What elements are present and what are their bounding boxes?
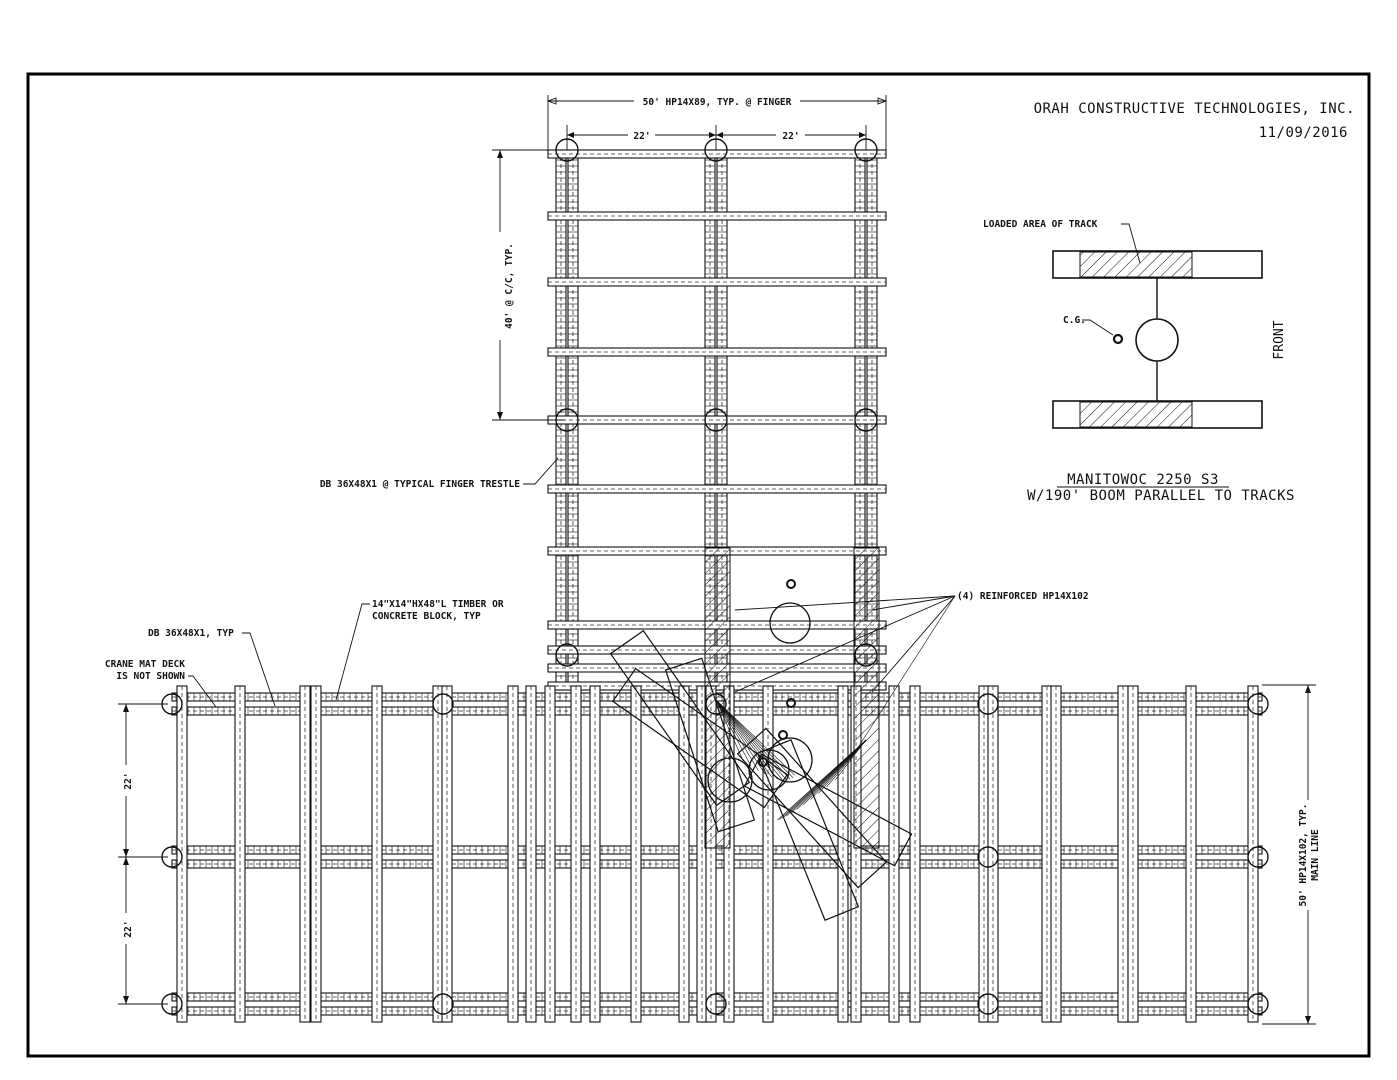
cg-position-3 xyxy=(778,730,788,740)
cg-position-2 xyxy=(786,698,796,708)
timber-callout: 14"X14"HX48"L TIMBER OR CONCRETE BLOCK, … xyxy=(335,599,504,701)
finger-trestle-callout: DB 36X48X1 @ TYPICAL FINGER TRESTLE xyxy=(320,457,559,490)
cg-label: C.G. xyxy=(1063,315,1086,326)
swing-track-5 xyxy=(743,753,913,867)
main-line-label-2: MAIN LINE xyxy=(1310,829,1321,881)
finger-width-dimension: 50' HP14X89, TYP. @ FINGER xyxy=(546,95,888,150)
main-span-bottom-label: 22' xyxy=(123,920,134,937)
span-left-label: 22' xyxy=(633,131,650,142)
reinforced-label: (4) REINFORCED HP14X102 xyxy=(957,591,1089,602)
turntable-1 xyxy=(769,602,811,644)
main-pile-13 xyxy=(1247,993,1269,1015)
finger-width-label: 50' HP14X89, TYP. @ FINGER xyxy=(643,97,792,108)
main-pile-12 xyxy=(977,993,999,1015)
main-pile-11 xyxy=(705,993,727,1015)
finger-trestle-label: DB 36X48X1 @ TYPICAL FINGER TRESTLE xyxy=(320,479,520,490)
main-pile-2 xyxy=(432,693,454,715)
span-dimensions: 22' 22' xyxy=(566,125,867,150)
finger-pile-5 xyxy=(704,408,728,432)
sheet-border xyxy=(26,72,1371,1058)
finger-spacing-dimension: 40' @ C/C, TYP. xyxy=(492,149,565,421)
main-pile-4 xyxy=(977,693,999,715)
main-line-label-1: 50' HP14X102, TYP. xyxy=(1298,804,1309,907)
loaded-area-front xyxy=(1079,401,1193,428)
mat-deck-label-2: IS NOT SHOWN xyxy=(116,671,185,682)
swing-track-3 xyxy=(664,657,756,833)
main-line-dimension: 50' HP14X102, TYP. MAIN LINE xyxy=(1262,684,1321,1025)
finger-pile-6 xyxy=(854,408,878,432)
swing-track-2 xyxy=(611,667,789,809)
crane-caption: MANITOWOC 2250 S3 W/190' BOOM PARALLEL T… xyxy=(1027,472,1295,504)
finger-spacing-label: 40' @ C/C, TYP. xyxy=(504,243,515,329)
mat-deck-label-1: CRANE MAT DECK xyxy=(105,659,185,670)
main-pile-8 xyxy=(1247,846,1269,868)
drawing-date: 11/09/2016 xyxy=(1259,125,1348,141)
timber-label-1: 14"X14"HX48"L TIMBER OR xyxy=(372,599,504,610)
trestle-structure xyxy=(161,138,1269,1023)
db-typ-label: DB 36X48X1, TYP xyxy=(148,628,234,639)
span-right-label: 22' xyxy=(782,131,799,142)
swing-track-6 xyxy=(756,739,860,921)
cg-position-4 xyxy=(758,757,768,767)
cg-marker xyxy=(1112,333,1124,345)
swing-track-4 xyxy=(736,727,888,889)
loaded-area-rear xyxy=(1079,251,1193,278)
main-span-top-label: 22' xyxy=(123,772,134,789)
reinforced-zone-right xyxy=(853,547,880,849)
company-name: ORAH CONSTRUCTIVE TECHNOLOGIES, INC. xyxy=(1034,101,1355,117)
front-label: FRONT xyxy=(1272,320,1287,359)
turntable-circle xyxy=(1135,318,1179,362)
main-pile-10 xyxy=(432,993,454,1015)
db-typ-callout: DB 36X48X1, TYP xyxy=(148,628,276,707)
turntable-4 xyxy=(767,737,813,783)
crane-boom: W/190' BOOM PARALLEL TO TRACKS xyxy=(1027,488,1295,504)
finger-pile-7 xyxy=(555,643,579,667)
loaded-area-label: LOADED AREA OF TRACK xyxy=(983,219,1098,230)
main-pile-7 xyxy=(977,846,999,868)
timber-label-2: CONCRETE BLOCK, TYP xyxy=(372,611,481,622)
crane-track-detail: C.G. LOADED AREA OF TRACK FRONT xyxy=(983,219,1287,429)
cg-position-1 xyxy=(786,579,796,589)
turntable-3 xyxy=(748,749,790,791)
reinforced-callout: (4) REINFORCED HP14X102 xyxy=(734,591,1089,761)
crane-model: MANITOWOC 2250 S3 xyxy=(1067,472,1219,488)
mat-deck-callout: CRANE MAT DECK IS NOT SHOWN xyxy=(105,659,217,708)
main-span-dimensions: 22' 22' xyxy=(118,703,168,1005)
swing-track-1 xyxy=(609,629,751,807)
main-pile-5 xyxy=(1247,693,1269,715)
